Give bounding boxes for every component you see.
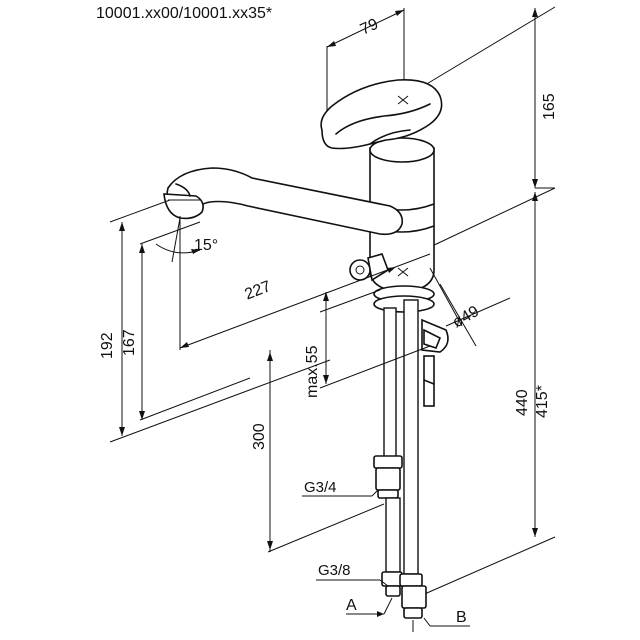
dim-counter-thickness-text: max.55 xyxy=(304,345,321,398)
faucet-base xyxy=(373,285,449,407)
dim-spout-height-outer-text: 192 xyxy=(99,332,116,359)
dim-base-diameter-text: ø49 xyxy=(450,303,482,332)
hose-right xyxy=(399,299,427,632)
thread-labels: G3/4 G3/8 xyxy=(302,479,389,587)
connection-a-label: A xyxy=(346,597,357,614)
dim-hose-length-text: 300 xyxy=(251,423,268,450)
thread-upper-label: G3/4 xyxy=(304,479,337,496)
dim-spout-height-inner-text: 167 xyxy=(121,329,138,356)
model-code-label: 10001.xx00/10001.xx35* xyxy=(96,5,272,22)
dim-upper-height: 165 xyxy=(399,6,558,189)
dim-spout-reach-text: 227 xyxy=(242,278,273,303)
dim-spout-heights: 192 167 xyxy=(99,199,331,443)
dim-lever-reach: 79 xyxy=(326,8,405,128)
dim-spout-angle: 15° xyxy=(155,216,218,350)
dim-upper-height-text: 165 xyxy=(541,93,558,120)
dim-hose-length: 300 xyxy=(251,350,385,553)
diverter-knob xyxy=(349,253,389,282)
connection-b-label: B xyxy=(456,609,467,626)
connection-labels: A B xyxy=(346,597,470,627)
hose-left xyxy=(373,307,403,597)
dim-total-height-text: 440 xyxy=(514,389,531,416)
dim-spout-angle-text: 15° xyxy=(194,237,218,254)
dim-lever-reach-text: 79 xyxy=(358,16,381,39)
dim-total-height-alt-text: 415* xyxy=(534,385,551,418)
dim-total-height: 440 415* xyxy=(419,187,556,597)
dim-counter-thickness: max.55 xyxy=(304,289,431,398)
faucet-spout xyxy=(163,167,404,236)
thread-lower-label: G3/8 xyxy=(318,562,351,579)
